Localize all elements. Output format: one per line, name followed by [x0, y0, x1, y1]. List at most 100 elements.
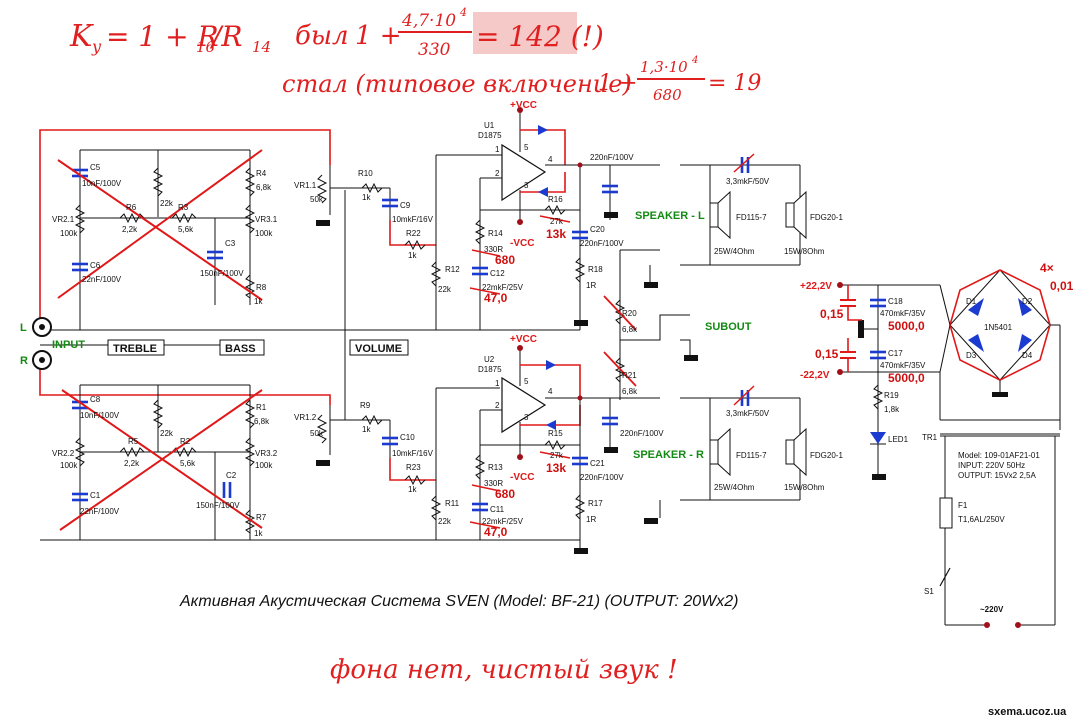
value-r5: 2,2k [124, 459, 140, 468]
annotation-680-u2: 680 [495, 487, 515, 501]
label-c17: C17 [888, 349, 903, 358]
value-r22: 1k [408, 251, 417, 260]
value-r8: 1k [254, 297, 263, 306]
diode-u2-bot [546, 420, 556, 430]
gain-symbol-sub: y [91, 37, 102, 56]
capacitor-c9 [382, 198, 398, 208]
diagram-caption: Активная Акустическая Система SVEN (Mode… [179, 593, 738, 610]
speaker-tweeter-r [785, 439, 795, 465]
value-c5: 10nF/100V [82, 179, 122, 188]
label-input-l: L [20, 322, 27, 334]
label-r21: R21 [622, 371, 637, 380]
value-r14: 330R [484, 245, 503, 254]
label-u2: U2 [484, 355, 495, 364]
pin-u2-1: 1 [495, 379, 500, 388]
annotation-680-u1: 680 [495, 253, 515, 267]
red-cross-left-b [57, 149, 263, 299]
label-r7: R7 [256, 513, 267, 522]
pot-vr3-1 [244, 204, 256, 234]
resistor-r22 [404, 239, 426, 251]
pin-u1-1: 1 [495, 145, 500, 154]
value-c21: 220nF/100V [580, 473, 624, 482]
pin-u1-5: 5 [524, 143, 529, 152]
resistor-r6 [119, 212, 145, 224]
gain-was-word: был [295, 21, 349, 51]
gain2-result: = 19 [708, 71, 761, 96]
value-r11: 22k [438, 517, 452, 526]
annotation-5000-top: 5000,0 [888, 319, 925, 333]
transformer-output: OUTPUT: 15Vx2 2,5A [958, 471, 1036, 480]
label-vcc-u1: +VCC [510, 100, 537, 111]
spec-tweeter-r: 15W/8Ohm [784, 483, 825, 492]
value-c20: 220nF/100V [580, 239, 624, 248]
gain-numerator: 4,7·10 [401, 11, 456, 31]
label-f1: F1 [958, 501, 968, 510]
red-cross-right-b [59, 389, 263, 531]
label-r19: R19 [884, 391, 899, 400]
annotation-5000-bot: 5000,0 [888, 371, 925, 385]
part-diodes: 1N5401 [984, 323, 1013, 332]
capacitor-015-top [840, 299, 856, 307]
resistor-r18 [574, 257, 586, 283]
spec-woofer-r: 25W/4Ohm [714, 483, 755, 492]
value-c12: 22mkF/25V [482, 283, 524, 292]
gain-formula-eq: = 1 + R [106, 20, 219, 53]
value-r21: 6,8k [622, 387, 638, 396]
label-s1: S1 [924, 587, 934, 596]
value-r3: 5,6k [178, 225, 194, 234]
capacitor-c12 [472, 266, 488, 276]
value-c10: 10mkF/16V [392, 449, 434, 458]
label-r5: R5 [128, 437, 139, 446]
gain-one-plus: 1 + [355, 21, 402, 51]
value-r13: 330R [484, 479, 503, 488]
value-r16: 27k [550, 217, 564, 226]
pot-vr1-2 [316, 414, 328, 444]
diode-d4 [1018, 334, 1032, 352]
pin-u2-2: 2 [495, 401, 500, 410]
red-bypass-wire-left [39, 129, 331, 325]
label-c5: C5 [90, 163, 101, 172]
label-input-r: R [20, 355, 28, 367]
spec-tweeter-l: 15W/8Ohm [784, 247, 825, 256]
capacitor-c20 [572, 230, 588, 240]
label-subout: SUBOUT [705, 321, 752, 333]
label-minus-22v: -22,2V [800, 370, 830, 381]
label-vr2-2: VR2.2 [52, 449, 75, 458]
part-u1: D1875 [478, 131, 502, 140]
value-r18: 1R [586, 281, 596, 290]
label-d4: D4 [1022, 351, 1033, 360]
annotation-13k-u1: 13k [546, 227, 566, 241]
value-r2: 5,6k [180, 459, 196, 468]
subout-divider: R20 6,8k R21 6,8k SUBOUT [603, 249, 752, 524]
transformer-model: Model: 109-01AF21-01 [958, 451, 1040, 460]
label-r23: R23 [406, 463, 421, 472]
label-mains: ~220V [980, 605, 1004, 614]
pin-u2-5: 5 [524, 377, 529, 386]
capacitor-c6 [72, 262, 88, 272]
label-c18: C18 [888, 297, 903, 306]
value-r12: 22k [438, 285, 452, 294]
label-c6: C6 [90, 261, 101, 270]
gain-symbol-k: K [69, 19, 94, 54]
pot-vr3-2 [244, 437, 256, 467]
label-r6: R6 [126, 203, 137, 212]
value-22k-left: 22k [160, 199, 174, 208]
opamp-u2 [501, 376, 547, 434]
resistor-r17 [574, 494, 586, 520]
label-r8: R8 [256, 283, 267, 292]
label-tr1: TR1 [922, 433, 938, 442]
gain-slash-r: /R [209, 20, 243, 53]
diode-u2-top [546, 360, 556, 370]
gain2-one-plus: 1 + [598, 71, 637, 96]
spec-woofer-l: 25W/4Ohm [714, 247, 755, 256]
power-supply: +22,2V -22,2V 0,15 0,15 C18 470mkF/35V 5… [800, 261, 1074, 628]
red-cross-left-a [57, 159, 263, 301]
label-c12: C12 [490, 269, 505, 278]
resistor-r7 [244, 509, 256, 534]
volume-left: VR1.1 50k R10 1k C9 10mkF/16V R22 1k R12… [294, 154, 500, 330]
value-22k-right: 22k [160, 429, 174, 438]
pin-u1-3: 3 [524, 181, 529, 190]
annotation-47-u1: 47,0 [484, 291, 508, 305]
capacitor-c21 [572, 456, 588, 466]
resistor-r12 [430, 261, 442, 287]
